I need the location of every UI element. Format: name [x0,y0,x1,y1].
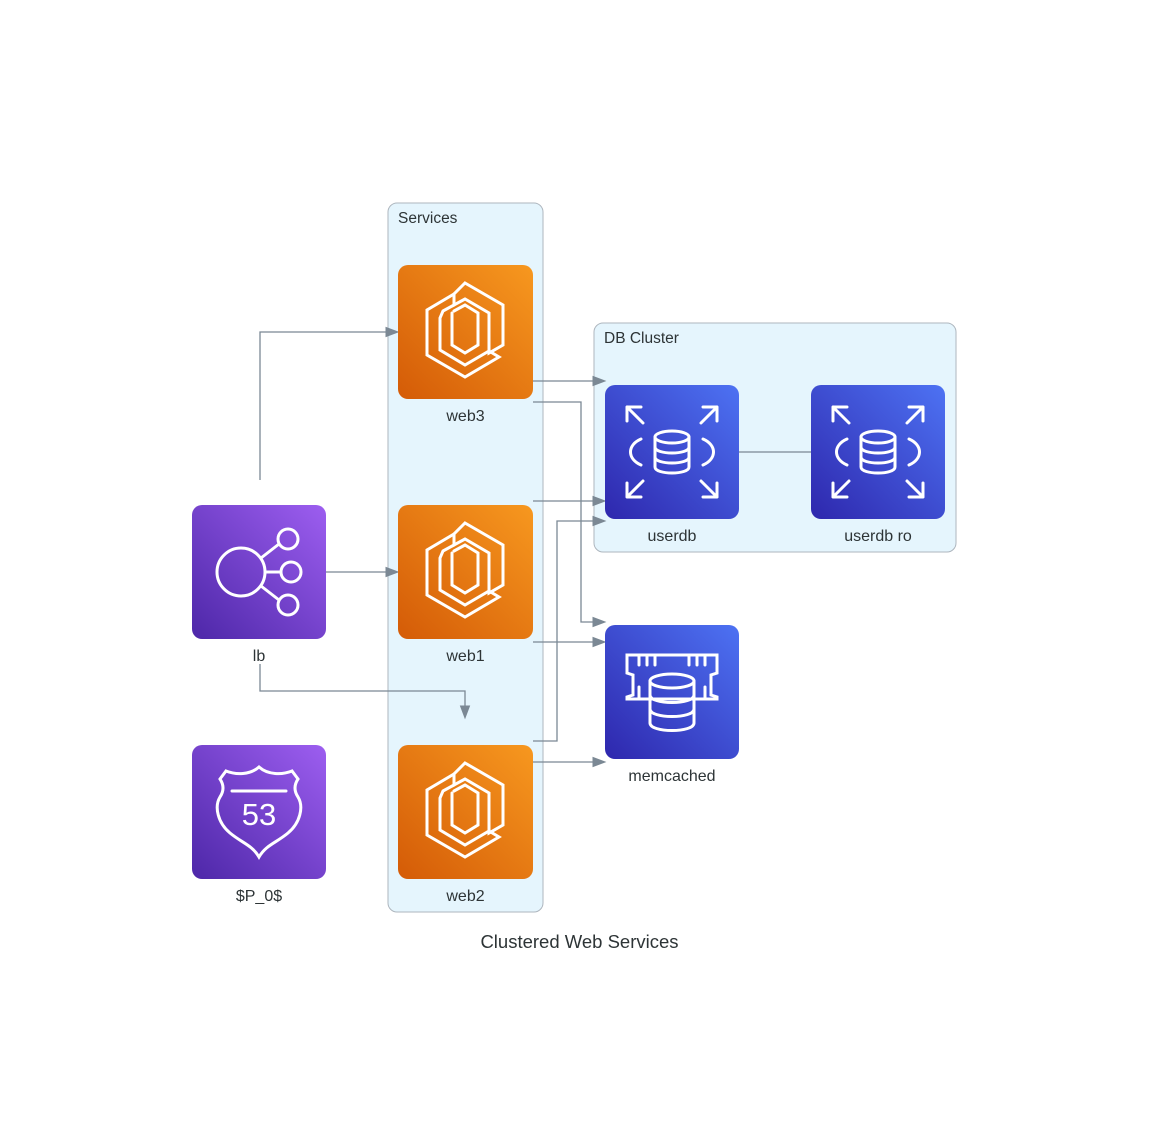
userdb-ro-label: userdb ro [844,528,912,545]
node-web2[interactable]: web2 [398,745,533,905]
web3-label: web3 [445,408,484,425]
services-cluster-label: Services [398,210,458,227]
edge-web3-memcached [533,401,607,628]
node-dns[interactable]: 53 $P_0$ [192,745,326,905]
dns-tile [192,745,326,879]
web1-label: web1 [445,648,484,665]
edge-lb-web2 [259,664,471,720]
web1-tile [398,505,533,639]
edge-lb-web1 [326,566,400,578]
node-web1[interactable]: web1 [398,505,533,665]
db-cluster-label: DB Cluster [604,330,679,347]
node-memcached[interactable]: memcached [605,625,739,785]
node-userdb[interactable]: userdb [605,385,739,545]
edge-web1-memcached [533,636,607,648]
node-userdb-ro[interactable]: userdb ro [811,385,945,545]
memcached-label: memcached [628,768,715,785]
lb-tile [192,505,326,639]
edge-web1-userdb [533,495,607,507]
svg-text:53: 53 [242,797,276,832]
route53-shield-icon: 53 [215,765,303,859]
web2-label: web2 [445,888,484,905]
edge-web2-userdb [533,515,607,742]
edge-web2-memcached [533,756,607,768]
dns-label: $P_0$ [236,888,282,905]
web3-tile [398,265,533,399]
memcached-tile [605,625,739,759]
userdb-label: userdb [648,528,697,545]
web2-tile [398,745,533,879]
node-web3[interactable]: web3 [398,265,533,425]
edge-lb-web3 [259,326,400,480]
lb-label: lb [253,648,266,665]
node-lb[interactable]: lb [192,505,326,665]
edges [259,326,811,768]
edge-web3-userdb [533,375,607,387]
diagram-title: Clustered Web Services [480,931,678,952]
